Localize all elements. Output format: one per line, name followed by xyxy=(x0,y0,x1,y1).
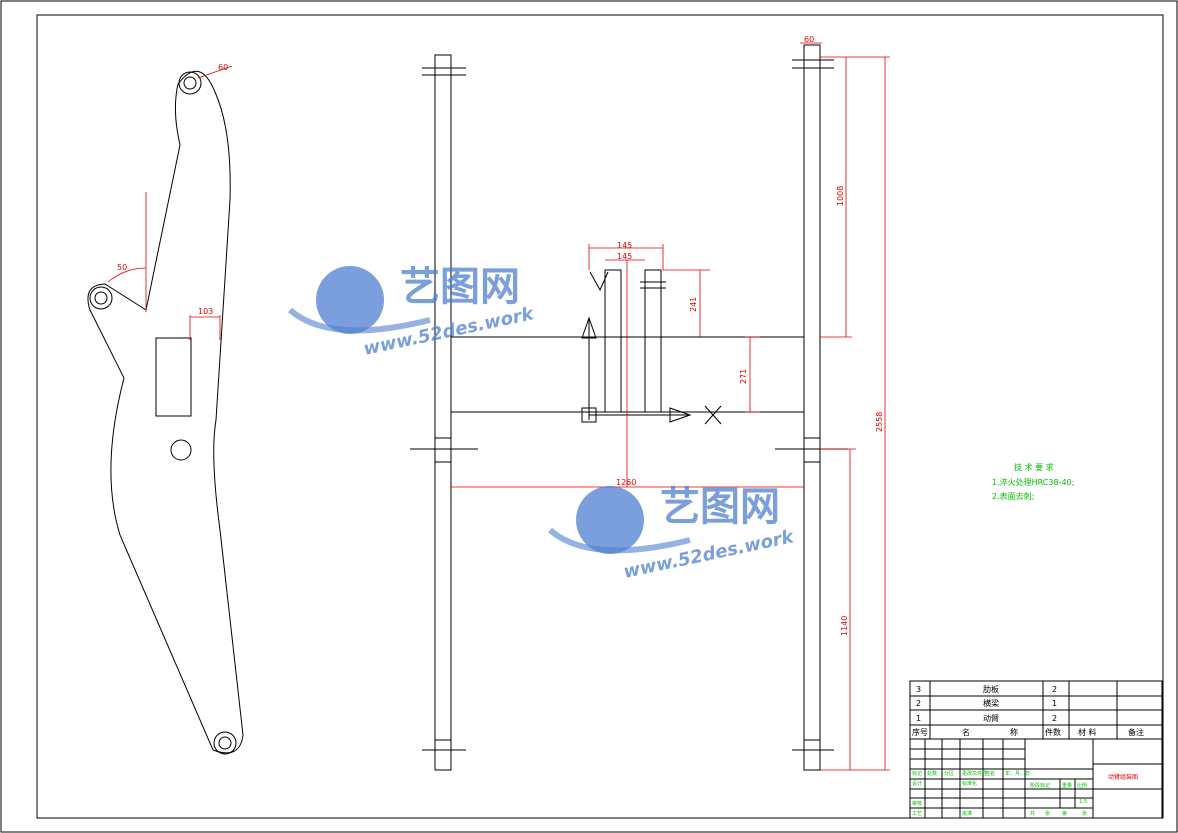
top-pin-hole xyxy=(178,71,202,95)
notes-heading: 技 术 要 求 xyxy=(1014,462,1054,472)
parts-row-3-name: 肋板 xyxy=(983,684,999,694)
dim-upper-width-2: 145 xyxy=(617,252,632,261)
watermark-globe-icon xyxy=(316,266,384,334)
tb-label-design: 设计 xyxy=(912,780,922,787)
side-slot xyxy=(155,337,192,417)
tb-sheet-no: 第 xyxy=(1062,810,1067,817)
parts-header-material: 材 料 xyxy=(1078,727,1097,737)
parts-header-name-1: 名 xyxy=(962,727,970,737)
dim-upper-height: 241 xyxy=(689,297,698,312)
dim-span: 1260 xyxy=(616,478,636,487)
dim-bottom-segment: 1140 xyxy=(840,616,849,636)
tb-sheet-unit-1: 张 xyxy=(1045,810,1050,817)
rib-plate-left xyxy=(604,269,622,413)
tb-label-weight: 重量 xyxy=(1062,782,1072,789)
dim-left-side-hole: 50 xyxy=(117,263,127,272)
watermark-upper: 艺图网 www.52des.work xyxy=(288,264,537,360)
boom-arm-side-view: 60 50 103 xyxy=(87,63,244,755)
watermark-url-2: www.52des.work xyxy=(622,526,797,583)
tb-scale-value: 1:5 xyxy=(1079,799,1087,805)
parts-row-1-qty: 2 xyxy=(1052,714,1057,723)
dim-left-slot: 103 xyxy=(198,307,213,316)
dim-left-top-hole: 60 xyxy=(218,63,228,72)
dim-top-segment: 1008 xyxy=(836,186,845,206)
tb-label-stage: 阶段标记 xyxy=(1030,782,1050,789)
tb-label-count: 处数 xyxy=(927,770,937,777)
tb-label-approve: 批准 xyxy=(962,810,972,817)
dim-right-plate-width: 60 xyxy=(804,35,814,44)
watermark-brand: 艺图网 xyxy=(400,264,520,310)
tb-label-change-doc: 更改文件号 xyxy=(962,770,987,777)
tb-label-mark: 标记 xyxy=(912,770,922,777)
parts-row-1-name: 动臂 xyxy=(983,713,999,723)
tb-label-scale: 比例 xyxy=(1077,782,1087,789)
parts-row-3-qty: 2 xyxy=(1052,685,1057,694)
watermark-brand-2: 艺图网 xyxy=(660,484,780,530)
parts-row-1-no: 1 xyxy=(916,714,921,723)
tb-label-zone: 分区 xyxy=(944,770,954,777)
front-view-dimensions: 145 145 241 271 1260 60 1008 1140 2558 xyxy=(451,35,890,771)
tb-label-sign: 签名 xyxy=(985,770,995,777)
bottom-pin-hole xyxy=(213,731,237,755)
parts-row-2-qty: 1 xyxy=(1052,699,1057,708)
frame-front-view xyxy=(410,44,848,771)
dim-upper-width-1: 145 xyxy=(617,241,632,250)
rib-plate-right xyxy=(644,269,662,413)
parts-header-remark: 备注 xyxy=(1128,727,1144,737)
center-pin-hole xyxy=(170,439,192,461)
dim-overall-height: 2558 xyxy=(875,412,884,432)
note-1: 1.淬火处理HRC38-40; xyxy=(992,477,1074,487)
side-pin-hole xyxy=(89,286,113,310)
title-block: 动臂组装图 标记 处数 分区 更改文件号 签名 年、月、日 设计 标准化 阶段标… xyxy=(909,738,1163,819)
parts-list: 3 肋板 2 2 横梁 1 1 动臂 2 序号 名 称 件数 材 料 备注 xyxy=(909,680,1163,740)
parts-row-2-name: 横梁 xyxy=(983,698,999,708)
tb-label-process: 工艺 xyxy=(912,811,922,817)
dim-middle-height: 271 xyxy=(739,369,748,384)
tb-label-standard: 标准化 xyxy=(962,780,977,787)
parts-header-name-2: 称 xyxy=(1010,727,1018,737)
tb-sheet-total: 共 xyxy=(1030,810,1035,817)
watermark-lower: 艺图网 www.52des.work xyxy=(548,484,797,583)
watermark-url: www.52des.work xyxy=(362,303,537,360)
drawing-title: 动臂组装图 xyxy=(1108,773,1138,781)
note-2: 2.表面去刺; xyxy=(992,491,1034,501)
tb-label-date: 年、月、日 xyxy=(1005,770,1030,777)
tb-label-review: 审核 xyxy=(912,800,922,807)
parts-header-no: 序号 xyxy=(912,727,928,737)
inner-border xyxy=(36,14,1164,819)
tb-sheet-unit-2: 张 xyxy=(1082,810,1087,817)
parts-row-3-no: 3 xyxy=(916,685,921,694)
parts-header-qty: 件数 xyxy=(1045,727,1061,737)
parts-row-2-no: 2 xyxy=(916,699,921,708)
watermark-globe-icon-2 xyxy=(576,486,644,554)
technical-notes: 技 术 要 求 1.淬火处理HRC38-40; 2.表面去刺; xyxy=(992,462,1074,501)
